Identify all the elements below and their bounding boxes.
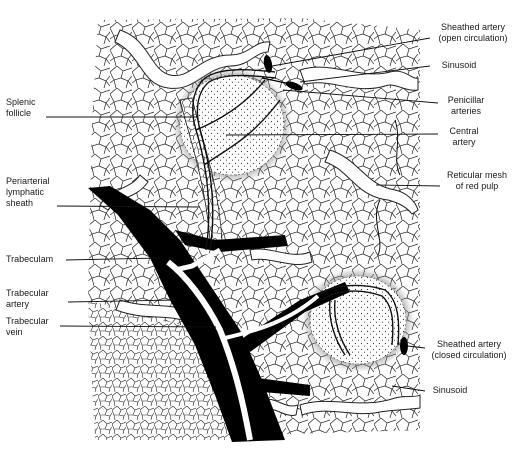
splenic-follicle-lower	[302, 268, 414, 372]
label-sinusoid-bottom: Sinusoid	[425, 385, 475, 396]
label-sinusoid-top: Sinusoid	[434, 60, 484, 71]
sheathed-artery-closed	[400, 337, 408, 355]
label-sheathed-artery-closed: Sheathed artery(closed circulation)	[424, 339, 514, 361]
label-sheathed-artery-open: Sheathed artery(open circulation)	[432, 22, 514, 44]
label-trabeculum: Trabeculam	[6, 254, 68, 265]
